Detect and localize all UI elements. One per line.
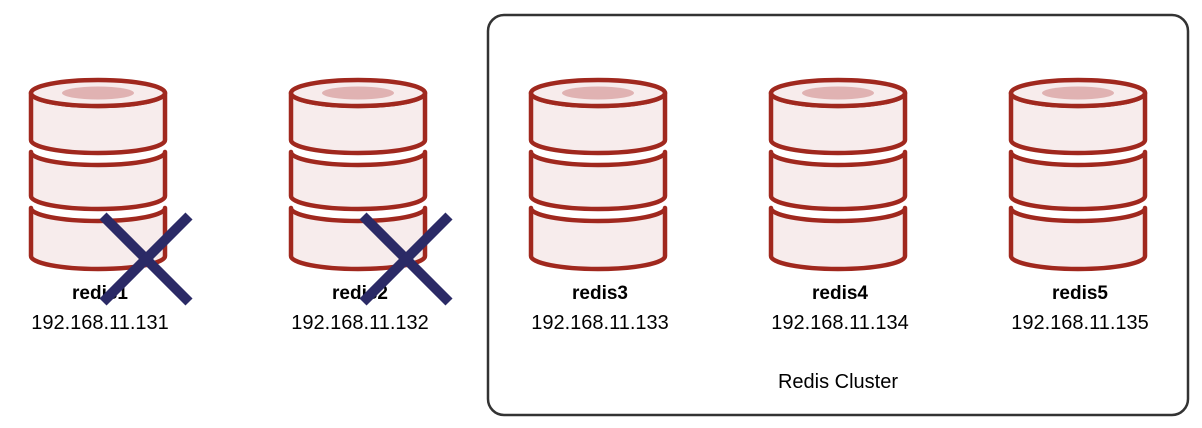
database-icon-redis5 [1008, 77, 1148, 272]
node-name-redis5: redis5 [1052, 283, 1108, 304]
node-ip-redis3: 192.168.11.133 [531, 312, 669, 334]
redis-cluster-boundary [486, 13, 1190, 417]
node-name-redis1: redis1 [72, 283, 128, 304]
database-icon-redis4 [768, 77, 908, 272]
database-icon-redis1 [28, 77, 168, 272]
node-name-redis3: redis3 [572, 283, 628, 304]
node-ip-redis4: 192.168.11.134 [771, 312, 909, 334]
node-name-redis4: redis4 [812, 283, 868, 304]
node-ip-redis1: 192.168.11.131 [31, 312, 169, 334]
database-icon-redis3 [528, 77, 668, 272]
database-icon-redis2 [288, 77, 428, 272]
node-ip-redis2: 192.168.11.132 [291, 312, 429, 334]
database-icons [28, 77, 1148, 272]
node-ip-redis5: 192.168.11.135 [1011, 312, 1149, 334]
cluster-label: Redis Cluster [777, 371, 899, 393]
node-name-redis2: redis2 [332, 283, 388, 304]
